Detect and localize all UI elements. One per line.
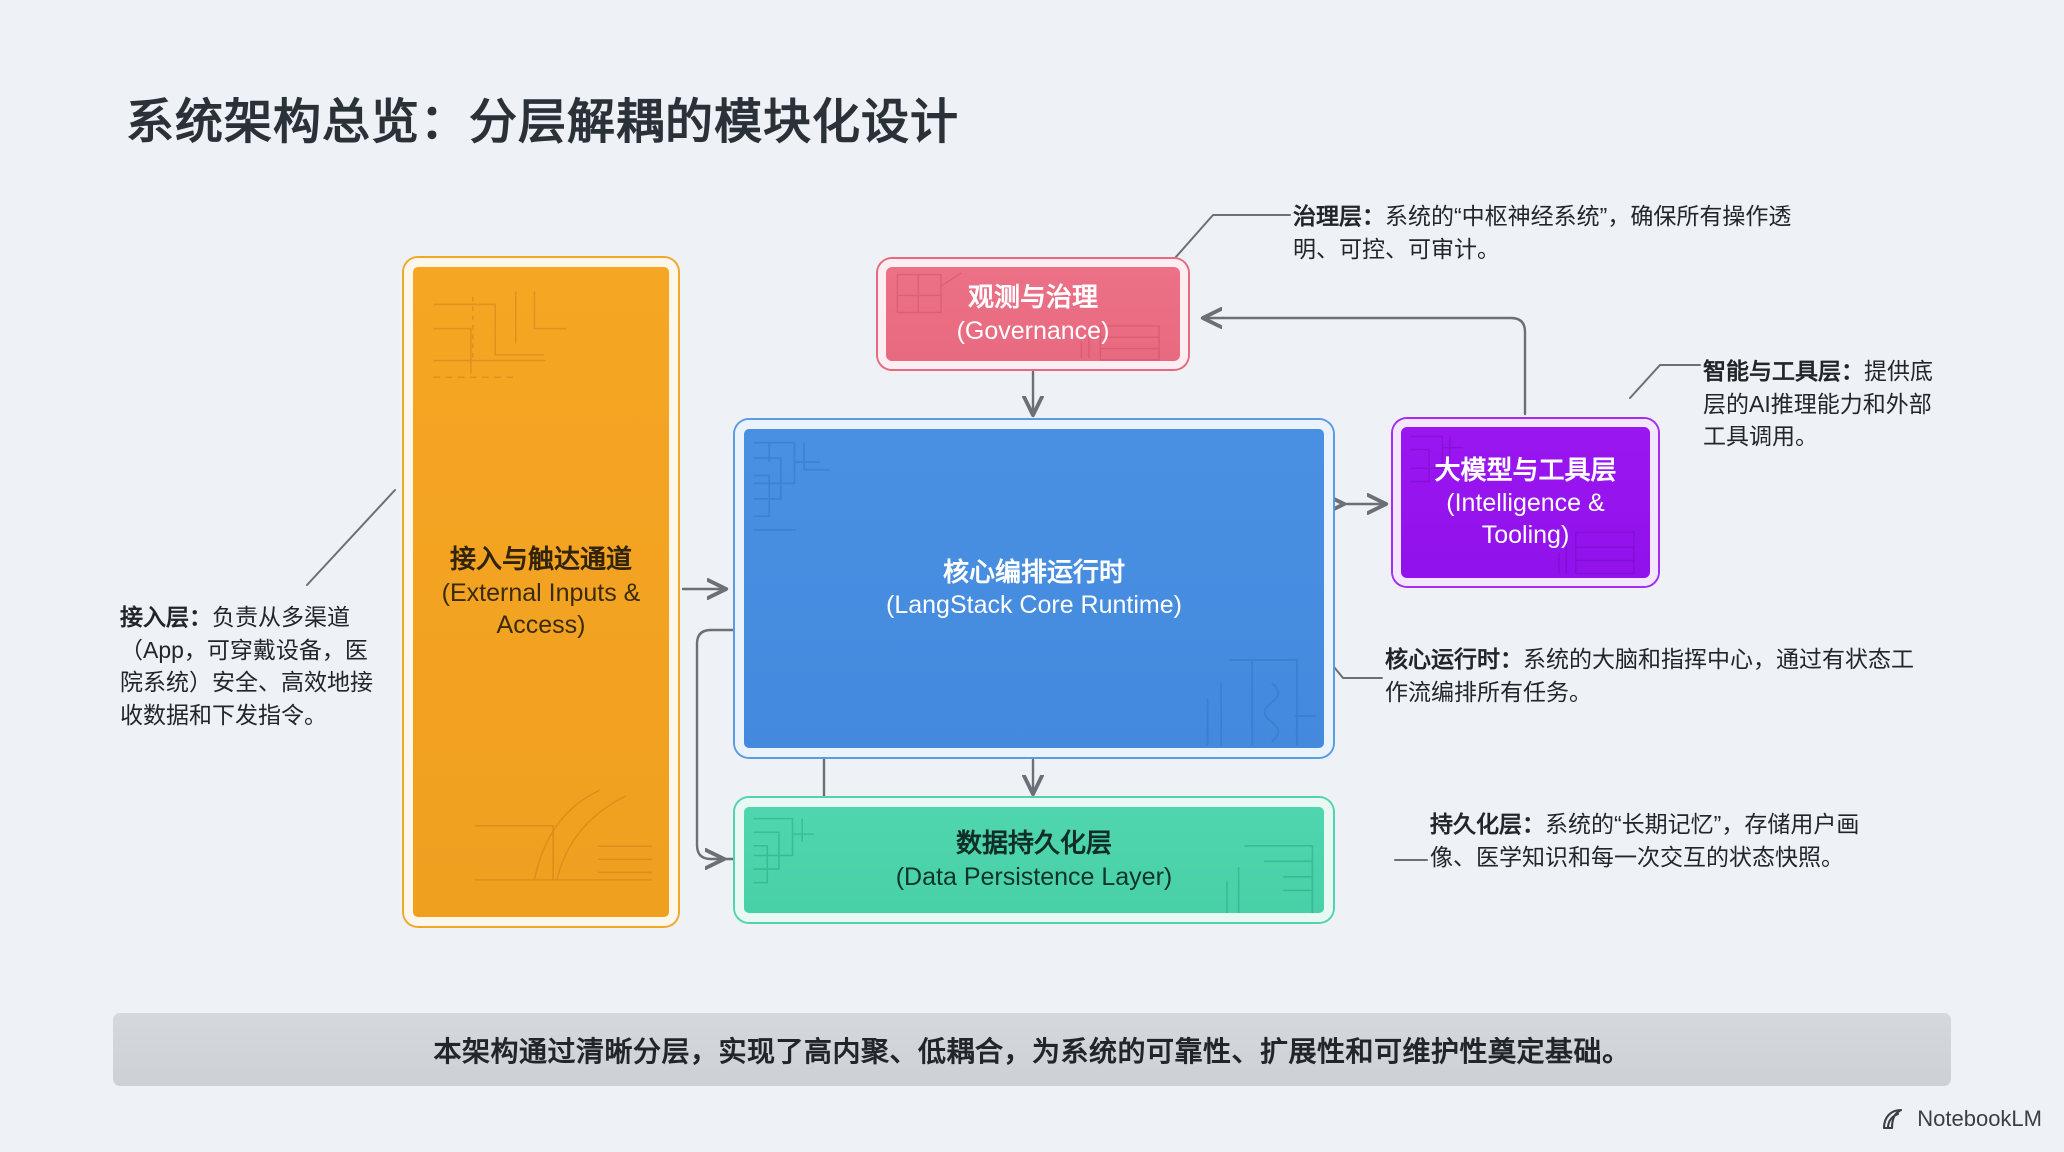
node-title-cn: 接入与触达通道 <box>449 544 632 575</box>
node-title-en-2: Tooling) <box>1481 521 1570 550</box>
annotation-label: 智能与工具层： <box>1703 358 1864 384</box>
node-governance[interactable]: 观测与治理 (Governance) <box>878 259 1188 369</box>
node-title-en-1: (Intelligence & <box>1446 489 1605 518</box>
node-intelligence-tooling[interactable]: 大模型与工具层 (Intelligence & Tooling) <box>1393 419 1658 586</box>
page-title: 系统架构总览：分层解耦的模块化设计 <box>126 96 960 149</box>
annotation-body: 提供底层的AI推理能力和外部工具调用。 <box>1703 358 1933 450</box>
annotation-body: 系统的“长期记忆”，存储用户画像、医学知识和每一次交互的状态快照。 <box>1430 811 1860 870</box>
annotation-persistence-layer: 持久化层：系统的“长期记忆”，存储用户画像、医学知识和每一次交互的状态快照。 <box>1430 808 1900 873</box>
annotation-body: 负责从多渠道（App，可穿戴设备，医院系统）安全、高效地接收数据和下发指令。 <box>120 604 373 728</box>
annotation-intelligence-layer: 智能与工具层：提供底层的AI推理能力和外部工具调用。 <box>1703 355 1943 453</box>
summary-banner: 本架构通过清晰分层，实现了高内聚、低耦合，为系统的可靠性、扩展性和可维护性奠定基… <box>113 1013 1951 1086</box>
circuit-decoration-icon <box>753 441 1317 746</box>
annotation-label: 治理层： <box>1293 203 1385 229</box>
node-title-cn: 数据持久化层 <box>955 828 1112 859</box>
notebooklm-watermark: NotebookLM <box>1882 1106 2042 1132</box>
node-data-persistence[interactable]: 数据持久化层 (Data Persistence Layer) <box>735 798 1333 922</box>
notebooklm-logo-icon <box>1883 1108 1903 1130</box>
circuit-decoration-icon <box>433 291 653 881</box>
annotation-access-layer: 接入层：负责从多渠道（App，可穿戴设备，医院系统）安全、高效地接收数据和下发指… <box>120 601 378 732</box>
circuit-decoration-icon <box>896 272 1160 361</box>
node-title-cn: 核心编排运行时 <box>942 556 1125 587</box>
annotation-label: 接入层： <box>120 604 212 630</box>
annotation-governance-layer: 治理层：系统的“中枢神经系统”，确保所有操作透明、可控、可审计。 <box>1293 200 1793 265</box>
node-external-inputs[interactable]: 接入与触达通道 (External Inputs & Access) <box>404 258 678 926</box>
node-core-runtime[interactable]: 核心编排运行时 (LangStack Core Runtime) <box>735 420 1333 757</box>
node-title-cn: 大模型与工具层 <box>1434 454 1617 485</box>
node-title-en-1: (Data Persistence Layer) <box>895 862 1173 891</box>
annotation-body: 系统的大脑和指挥中心，通过有状态工作流编排所有任务。 <box>1385 646 1914 705</box>
leader-line-access <box>306 489 396 586</box>
node-title-en-2: Access) <box>496 610 586 639</box>
node-title-en-1: (External Inputs & <box>441 578 641 607</box>
annotation-label: 持久化层： <box>1430 811 1545 837</box>
node-title-cn: 观测与治理 <box>967 282 1098 313</box>
watermark-label: NotebookLM <box>1917 1106 2042 1131</box>
annotation-label: 核心运行时： <box>1385 646 1523 672</box>
annotation-body: 系统的“中枢神经系统”，确保所有操作透明、可控、可审计。 <box>1293 203 1792 262</box>
wire-ai-to-governance <box>1204 318 1527 416</box>
node-title-en-1: (LangStack Core Runtime) <box>886 591 1182 620</box>
annotation-core-runtime: 核心运行时：系统的大脑和指挥中心，通过有状态工作流编排所有任务。 <box>1385 643 1915 708</box>
leader-line-ai <box>1629 364 1701 399</box>
node-title-en-1: (Governance) <box>956 316 1110 345</box>
circuit-decoration-icon <box>1410 435 1635 575</box>
